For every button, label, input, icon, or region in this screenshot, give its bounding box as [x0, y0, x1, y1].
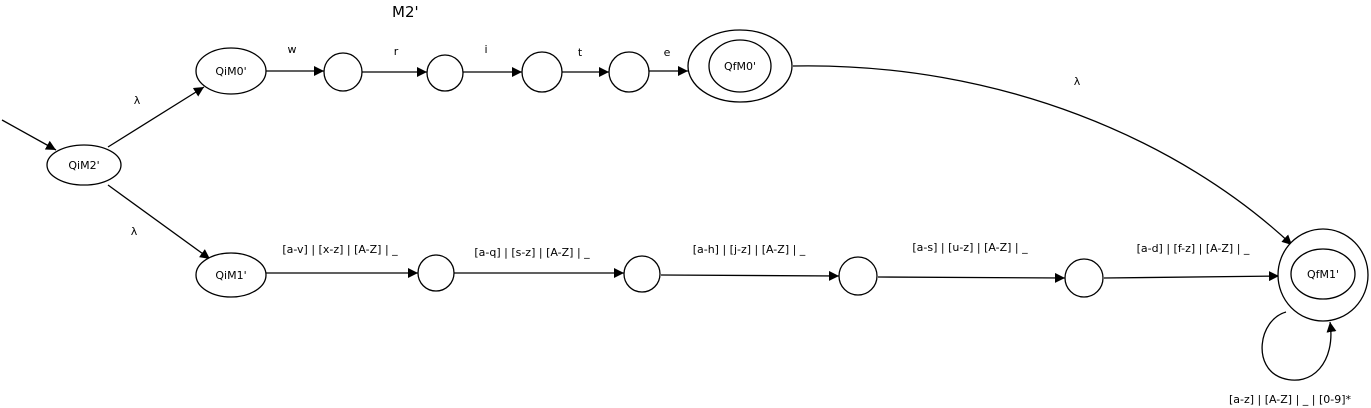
label-i: i: [484, 43, 487, 56]
state-b4: [1064, 258, 1104, 298]
self-loop-qfm1: [1261, 311, 1337, 381]
label-b2: [a-q] | [s-z] | [A-Z] | _: [474, 246, 590, 259]
edge-b3: [660, 270, 840, 281]
label-r: r: [394, 45, 399, 58]
state-qfm1-inner: [1290, 248, 1356, 300]
label-t: t: [578, 46, 583, 59]
label-loop: [a-z] | [A-Z] | _ | [0-9]*: [1229, 393, 1352, 406]
state-r: [426, 54, 464, 92]
label-w: w: [288, 43, 297, 56]
state-qim0-label: QiM0': [215, 65, 246, 78]
state-qim0: [195, 47, 267, 95]
state-t: [608, 51, 650, 93]
edge-b4: [877, 272, 1066, 283]
edge-qfm0-qfm1: [792, 65, 1293, 246]
state-w: [323, 52, 363, 92]
state-qim2-label: QiM2': [68, 159, 99, 172]
label-b1: [a-v] | [x-z] | [A-Z] | _: [282, 243, 398, 256]
state-qim1: [195, 252, 267, 298]
state-b3: [838, 256, 878, 296]
state-qim2: [46, 144, 122, 186]
state-qfm0-inner: [708, 39, 772, 93]
state-b1: [417, 254, 455, 292]
label-lambda-right: λ: [1074, 75, 1081, 88]
label-lambda-bottom: λ: [131, 225, 138, 238]
edge-qim2-qim0: [107, 86, 205, 148]
state-qfm0-label: QfM0': [724, 60, 756, 73]
label-b3: [a-h] | [j-z] | [A-Z] | _: [693, 243, 806, 256]
edge-b5: [1103, 271, 1280, 282]
label-b5: [a-d] | [f-z] | [A-Z] | _: [1137, 242, 1250, 255]
state-qim1-label: QiM1': [215, 269, 246, 282]
diagram-title: M2': [392, 3, 419, 21]
label-lambda-top: λ: [134, 94, 141, 107]
label-b4: [a-s] | [u-z] | [A-Z] | _: [912, 241, 1028, 254]
state-i: [521, 51, 563, 93]
state-qfm1-label: QfM1': [1307, 268, 1339, 281]
label-e: e: [664, 46, 671, 59]
edge-qim2-qim1: [107, 184, 211, 260]
start-arrow: [1, 119, 57, 151]
state-b2: [623, 255, 661, 293]
